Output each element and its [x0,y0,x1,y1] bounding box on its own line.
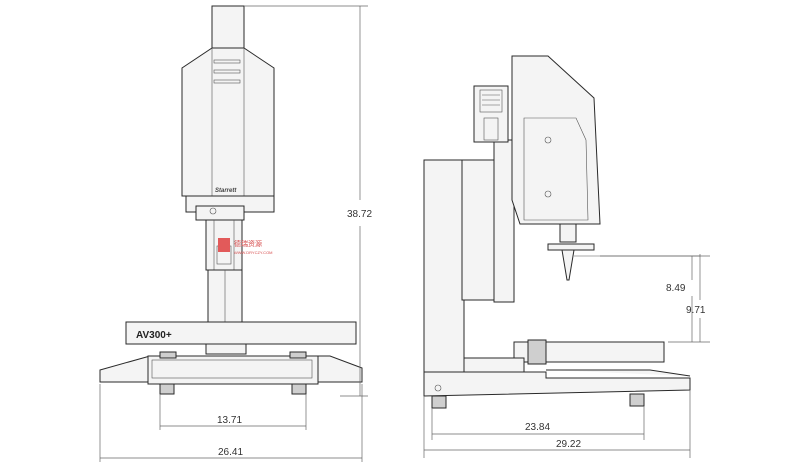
front-foot-left [159,383,175,395]
front-view: Starrett AV300+ 38.72 [99,5,372,462]
watermark-text: 德瑞资源 [234,239,262,248]
side-probe-ring [547,243,595,251]
side-head-housing [511,55,601,225]
front-optics-mount [195,205,245,221]
side-probe-mount [559,223,577,243]
dim-front-height: 38.72 [244,5,372,397]
side-probe-tip [561,249,575,281]
side-overall-depth-value: 29.22 [556,439,581,450]
side-view: 8.49 9.71 23.84 29.22 [423,55,710,458]
front-width-value: 26.41 [218,447,243,458]
watermark-logo-icon [218,238,230,252]
front-foot-right [291,383,307,395]
side-column-front [461,159,497,301]
dim-front-foot-spacing: 13.71 [159,394,307,430]
side-base-lip [546,369,691,377]
side-base [423,371,691,397]
watermark-subtext: WWW.DRYCZY.COM [234,250,273,255]
side-column-rail [493,139,515,303]
dim-side-depth: 23.84 [431,406,645,440]
side-foot-rear [431,395,447,409]
model-label: AV300+ [136,330,172,341]
front-foot-spacing-value: 13.71 [217,415,242,426]
maker-logo: Starrett [215,188,237,194]
side-base-depth-value: 23.84 [525,422,550,433]
side-height-upper-value: 8.49 [666,283,686,294]
side-column-body [423,159,465,373]
dim-side-overall: 29.22 [423,390,691,458]
side-sensor-box [473,85,509,143]
side-stage [513,341,665,363]
side-foot-front [629,393,645,407]
side-stage-knob [527,339,547,365]
dim-side-heights: 8.49 9.71 [600,254,710,343]
front-column-top [211,5,245,53]
front-stage-carriage [205,343,247,355]
side-power-icon [434,384,442,392]
watermark: 德瑞资源 WWW.DRYCZY.COM [218,238,273,255]
front-height-value: 38.72 [347,209,372,220]
front-base-block [147,355,319,385]
dim-front-width: 26.41 [99,384,363,462]
side-height-lower-value: 9.71 [686,305,706,316]
